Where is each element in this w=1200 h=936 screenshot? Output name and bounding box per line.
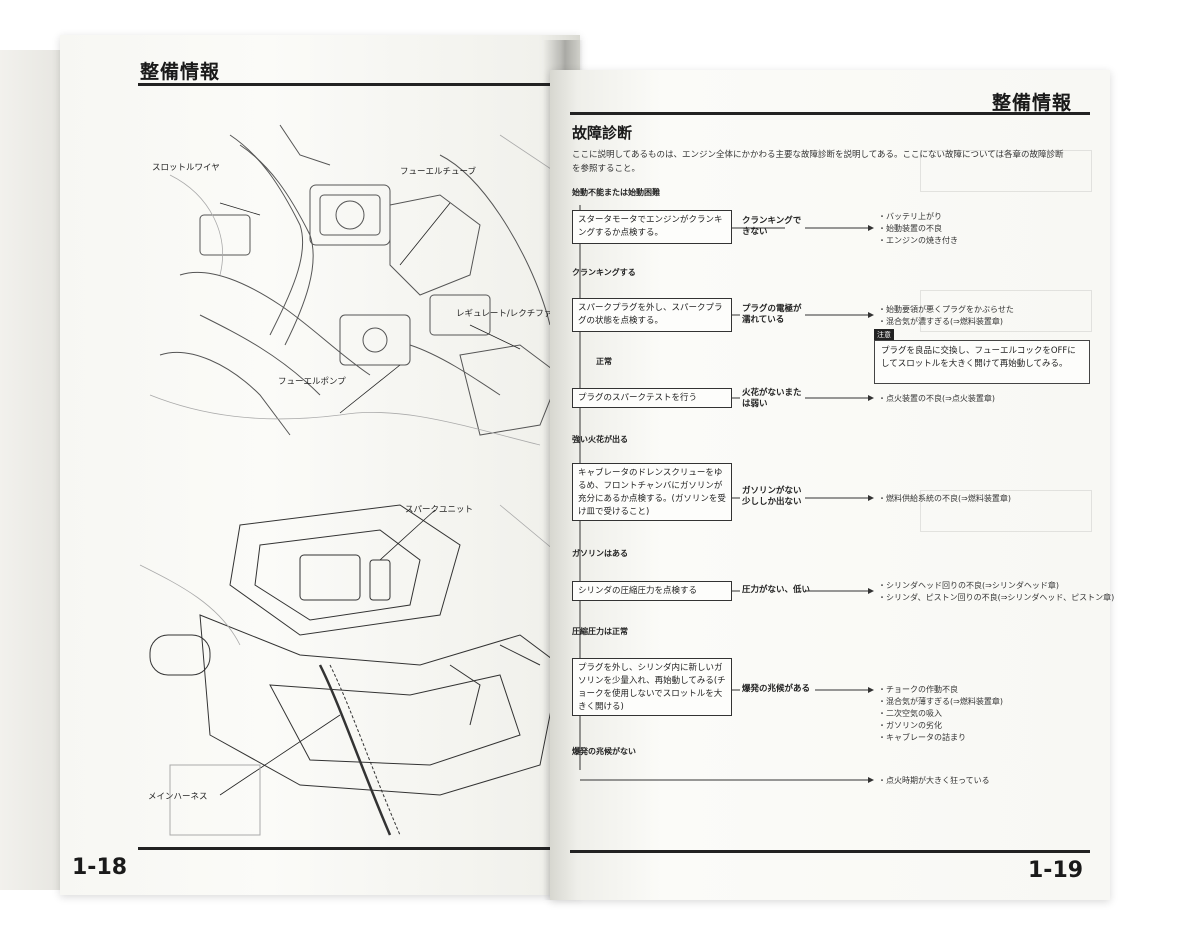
flow-condition-1: クランキングできない xyxy=(742,216,802,237)
flow-result-6-2: ・混合気が薄すぎる(⇒燃料装置章) xyxy=(878,697,1003,706)
flow-condition-4: ガソリンがない少ししか出ない xyxy=(742,486,802,507)
section-title: 故障診断 xyxy=(572,124,633,142)
flow-result-6-5: ・キャブレータの詰まり xyxy=(878,733,966,742)
left-footer-rule xyxy=(138,847,578,850)
right-footer-rule xyxy=(570,850,1090,853)
engine-fuel-system-diagram xyxy=(149,124,571,446)
label-spark-unit: スパークユニット xyxy=(405,505,474,515)
flow-heading-4: 強い火花が出る xyxy=(572,435,628,444)
left-page-number: 1-18 xyxy=(72,855,128,880)
label-fuel-pump: フューエルポンプ xyxy=(278,377,346,387)
flow-result-1-3: ・エンジンの焼き付き xyxy=(878,236,958,245)
flow-heading-2: クランキングする xyxy=(572,268,636,277)
left-page: 整備情報 xyxy=(60,35,580,895)
flow-result-2-2: ・混合気が濃すぎる(⇒燃料装置章) xyxy=(878,317,1003,326)
right-header-rule xyxy=(570,112,1090,115)
flow-check-box-4: キャブレータのドレンスクリューをゆるめ、フロントチャンバにガソリンが充分にあるか… xyxy=(572,463,732,521)
right-page: 整備情報 故障診断 ここに説明してあるものは、エンジン全体にかかわる主要な故障診… xyxy=(550,70,1114,900)
flow-check-box-2: スパークプラグを外し、スパークプラグの状態を点検する。 xyxy=(572,298,732,332)
flow-check-box-3: プラグのスパークテストを行う xyxy=(572,388,732,408)
label-regulator-rectifier: レギュレート/レクチファ xyxy=(456,309,553,319)
flow-condition-2: プラグの電極が濡れている xyxy=(742,304,802,325)
right-page-header: 整備情報 xyxy=(992,92,1073,114)
flow-heading-5: ガソリンはある xyxy=(572,549,628,558)
label-fuel-tube: フューエルチューブ xyxy=(400,167,476,177)
flow-heading-1: 始動不能または始動困難 xyxy=(572,188,660,197)
flow-result-7-1: ・点火時期が大きく狂っている xyxy=(878,776,990,785)
spark-unit-diagram xyxy=(139,504,571,836)
label-main-harness: メインハーネス xyxy=(148,792,208,802)
flow-check-box-1: スタータモータでエンジンがクランキングするか点検する。 xyxy=(572,210,732,244)
flow-condition-3: 火花がないまたは弱い xyxy=(742,388,802,409)
flow-heading-7: 爆発の兆候がない xyxy=(572,747,636,756)
flow-result-6-1: ・チョークの作動不良 xyxy=(878,685,958,694)
right-page-number: 1-19 xyxy=(1028,858,1084,883)
left-page-header: 整備情報 xyxy=(140,61,221,83)
flow-check-box-5: シリンダの圧縮圧力を点検する xyxy=(572,581,732,601)
flow-result-1-1: ・バッテリ上がり xyxy=(878,212,942,221)
flow-condition-5: 圧力がない、低い xyxy=(742,585,811,595)
bleed-through-shape xyxy=(920,290,1092,332)
caution-badge: 注意 xyxy=(874,329,894,341)
flow-result-5-2: ・シリンダ、ピストン回りの不良(⇒シリンダヘッド、ピストン章) xyxy=(878,593,1115,602)
flow-result-6-4: ・ガソリンの劣化 xyxy=(878,721,942,730)
label-throttle-wire: スロットルワイヤ xyxy=(152,163,220,173)
flow-result-1-2: ・始動装置の不良 xyxy=(878,224,942,233)
caution-note: プラグを良品に交換し、フューエルコックをOFFにしてスロットルを大きく開けて再始… xyxy=(874,340,1090,384)
flow-result-4-1: ・燃料供給系統の不良(⇒燃料装置章) xyxy=(878,494,1011,503)
flow-result-6-3: ・二次空気の吸入 xyxy=(878,709,942,718)
left-header-rule xyxy=(138,83,578,86)
flow-result-3-1: ・点火装置の不良(⇒点火装置章) xyxy=(878,394,995,403)
flow-check-box-6: プラグを外し、シリンダ内に新しいガソリンを少量入れ、再始動してみる(チョークを使… xyxy=(572,658,732,716)
section-intro: ここに説明してあるものは、エンジン全体にかかわる主要な故障診断を説明してある。こ… xyxy=(572,150,1064,174)
flow-result-2-1: ・始動要領が悪くプラグをかぶらせた xyxy=(878,305,1014,314)
bleed-through-shape xyxy=(920,150,1092,192)
flow-heading-3: 正常 xyxy=(596,357,612,366)
bleed-through-shape xyxy=(920,490,1092,532)
flow-result-5-1: ・シリンダヘッド回りの不良(⇒シリンダヘッド章) xyxy=(878,581,1059,590)
flow-heading-6: 圧縮圧力は正常 xyxy=(572,627,628,636)
flow-condition-6: 爆発の兆候がある xyxy=(742,684,811,694)
